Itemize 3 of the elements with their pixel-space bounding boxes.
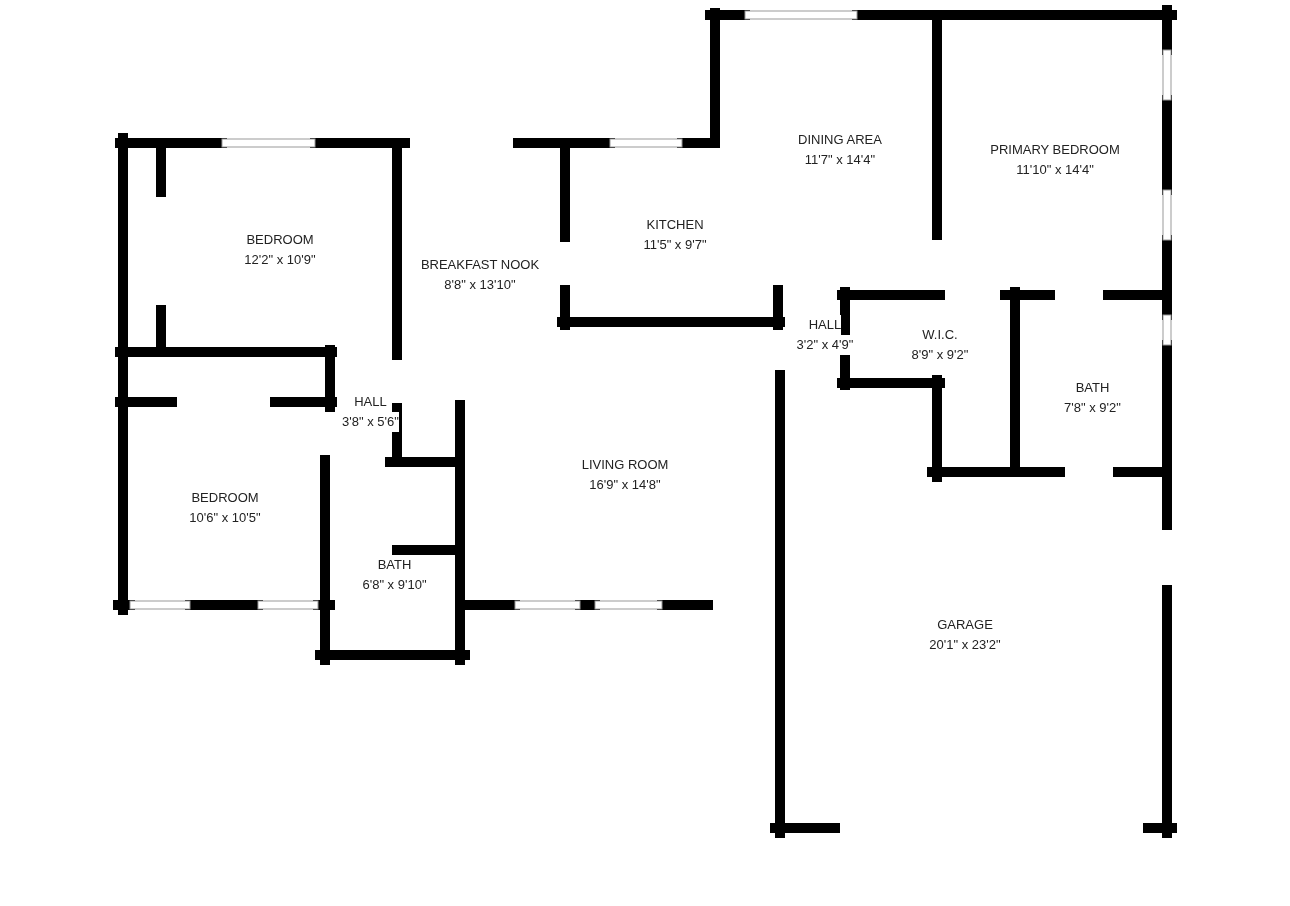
room-name: HALL: [808, 315, 842, 335]
room-dimensions: 3'8" x 5'6": [342, 412, 399, 432]
room-dimensions: 3'2" x 4'9": [796, 335, 854, 355]
